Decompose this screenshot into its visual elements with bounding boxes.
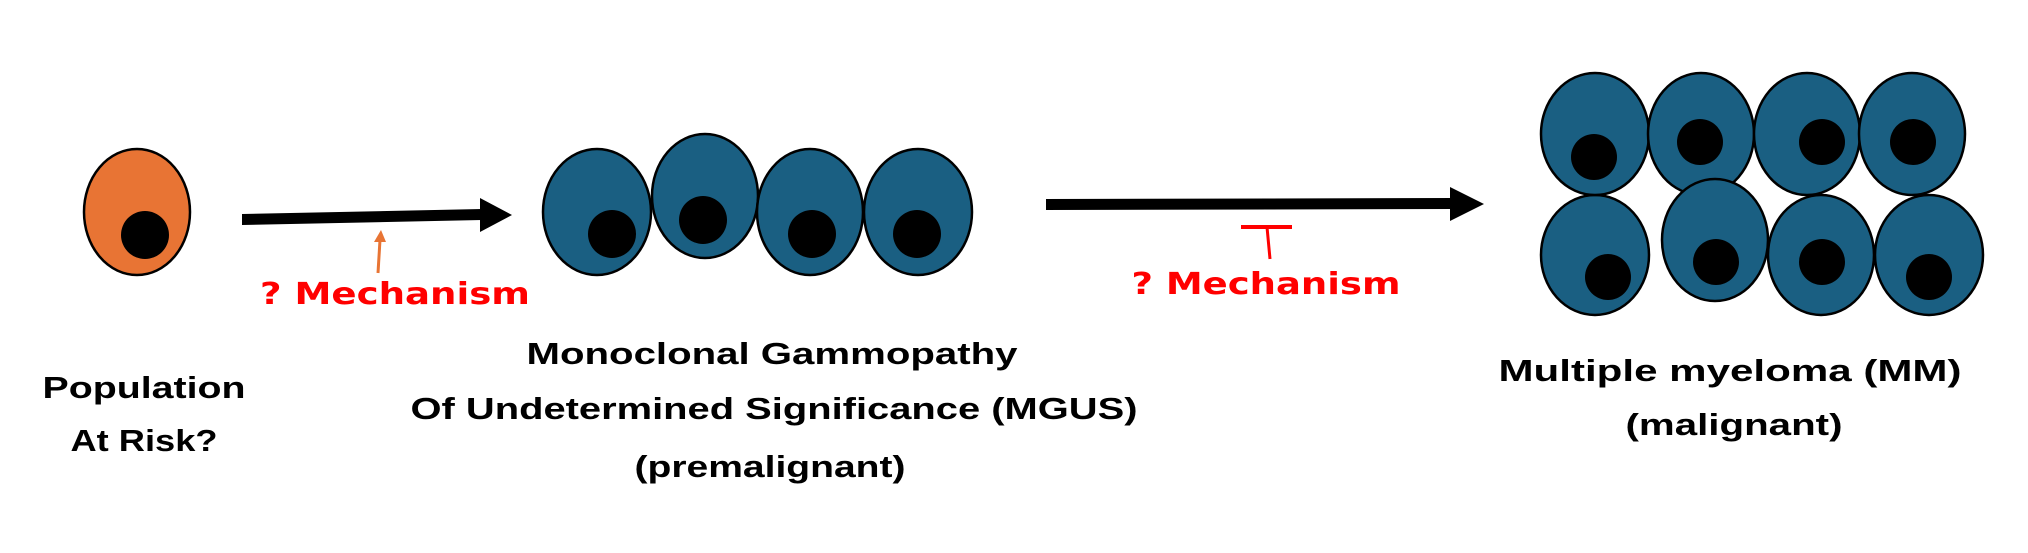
nucleus (1906, 254, 1952, 300)
inhibit-bar-icon (1241, 225, 1292, 260)
nucleus (121, 211, 169, 259)
mm-cells (1539, 71, 1985, 317)
promote-arrow-icon (374, 230, 386, 274)
nucleus (1799, 119, 1845, 165)
nucleus (1677, 119, 1723, 165)
mgus-cell (541, 147, 653, 277)
nucleus (1585, 254, 1631, 300)
arrow-head (1450, 187, 1484, 221)
mm-label-line2: (malignant) (1626, 407, 1843, 442)
arrow-head (480, 198, 512, 232)
mechanism-label-2: ? Mechanism (1132, 267, 1401, 302)
nucleus (1799, 239, 1845, 285)
mm-label-line1: Multiple myeloma (MM) (1499, 353, 1962, 388)
mgus-label-line3: (premalignant) (635, 449, 906, 484)
nucleus (1571, 134, 1617, 180)
mgus-cells (541, 132, 974, 277)
at-risk-label-line1: Population (43, 370, 246, 405)
nucleus (1693, 239, 1739, 285)
at-risk-label-line2: At Risk? (71, 423, 218, 458)
nucleus (588, 210, 636, 258)
mgus-label-line1: Monoclonal Gammopathy (527, 336, 1019, 371)
at-risk-cell (82, 147, 192, 277)
arrow-shaft (1046, 198, 1452, 210)
nucleus (679, 196, 727, 244)
progression-arrow-2 (1046, 187, 1484, 221)
nucleus (893, 210, 941, 258)
progression-arrow-1 (242, 198, 512, 232)
arrow-shaft (242, 209, 482, 225)
mgus-label-line2: Of Undetermined Significance (MGUS) (411, 391, 1138, 426)
nucleus (1890, 119, 1936, 165)
nucleus (788, 210, 836, 258)
mm-cell (1539, 193, 1651, 317)
mechanism-label-1: ? Mechanism (260, 277, 530, 312)
